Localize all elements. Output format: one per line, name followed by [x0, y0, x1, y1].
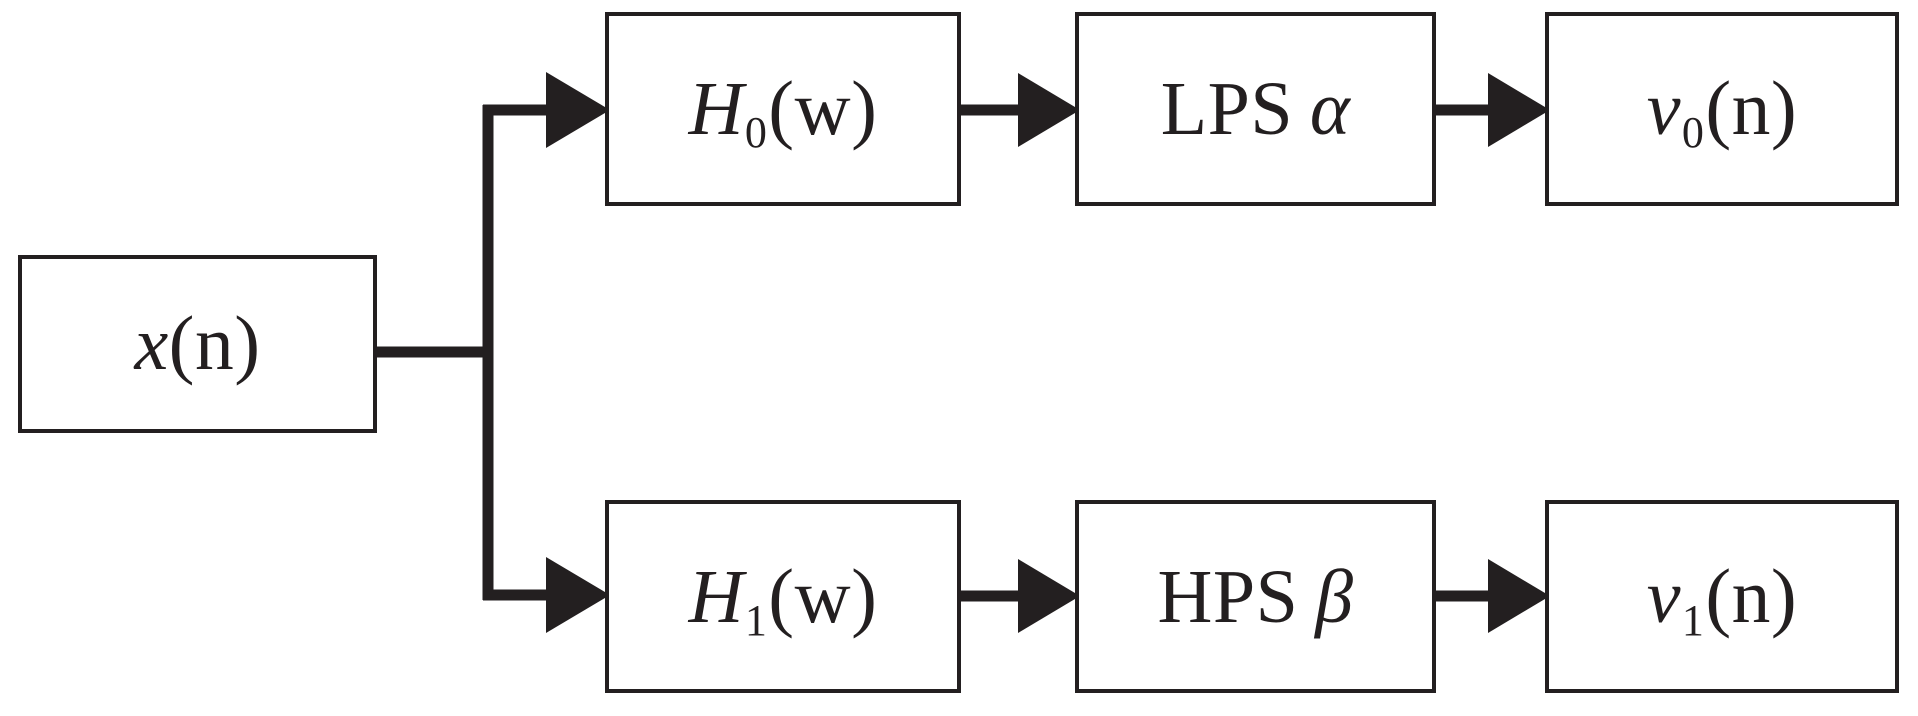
arrowhead-split-to-h1 [546, 557, 610, 633]
lowpass-scaling-main: LPS [1160, 67, 1294, 151]
highpass-filter-main: H [688, 554, 744, 639]
arrowhead-split-to-h0 [546, 72, 610, 148]
input-signal-block: x(n) [18, 255, 377, 433]
lowband-output-block: v0(n) [1545, 12, 1899, 206]
arrowhead-h1-to-hps [1018, 559, 1080, 633]
lowband-output-main: v [1646, 67, 1682, 152]
lowpass-filter-args: (w) [768, 65, 878, 152]
highband-output-label: v1(n) [1646, 554, 1797, 643]
alpha-symbol: α [1309, 67, 1351, 151]
highband-output-args: (n) [1705, 552, 1798, 639]
lowpass-filter-subscript: 0 [744, 108, 768, 158]
highpass-filter-args: (w) [768, 552, 878, 639]
arrowhead-h0-to-lps [1018, 73, 1080, 147]
highpass-scaling-main: HPS [1157, 554, 1299, 639]
highpass-filter-label: H1(w) [688, 554, 878, 643]
input-signal-label: x(n) [134, 302, 260, 387]
lowpass-filter-label: H0(w) [688, 67, 878, 155]
arrowhead-lps-to-v0 [1488, 73, 1550, 147]
beta-symbol: β [1315, 554, 1354, 639]
lowband-output-args: (n) [1705, 65, 1798, 152]
lowband-output-subscript: 0 [1681, 108, 1705, 158]
lowpass-filter-main: H [688, 67, 744, 152]
highpass-filter-block: H1(w) [605, 500, 961, 693]
input-signal-main: x [134, 302, 169, 387]
lowband-output-label: v0(n) [1646, 67, 1797, 155]
lowpass-filter-block: H0(w) [605, 12, 961, 206]
highband-output-block: v1(n) [1545, 500, 1899, 693]
highpass-filter-subscript: 1 [744, 595, 768, 645]
highband-output-subscript: 1 [1681, 595, 1705, 645]
input-signal-args: (n) [168, 300, 261, 387]
highband-output-main: v [1646, 554, 1682, 639]
arrowhead-hps-to-v1 [1488, 559, 1550, 633]
